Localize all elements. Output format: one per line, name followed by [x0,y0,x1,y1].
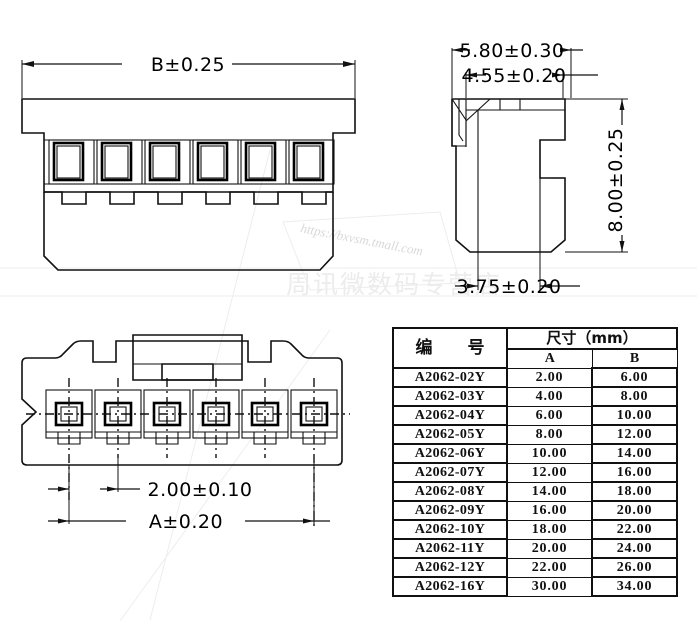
cell-part-number: A2062-10Y [392,519,508,540]
cell-part-number: A2062-16Y [392,576,508,597]
side-view: 5.80±0.30 4.55±0.20 8.00±0.25 [451,40,628,298]
cell-dimension-a: 18.00 [506,519,593,540]
cell-dimension-b: 16.00 [590,462,679,483]
cell-dimension-a: 16.00 [506,500,593,521]
bottom-view: 2.00±0.10 A±0.20 [21,334,350,533]
cell-dimension-a: 12.00 [506,462,593,483]
dim-overall-width: B±0.25 [21,54,356,98]
cell-dimension-b: 26.00 [590,557,679,578]
cell-dimension-b: 8.00 [590,386,679,407]
table-subheader-row: A B [393,348,678,369]
cell-dimension-b: 24.00 [590,538,679,559]
dim-inner-width: 4.55±0.20 [461,65,598,98]
cell-part-number: A2062-11Y [392,538,508,559]
cell-dimension-b: 34.00 [590,576,679,597]
dim-label-inner-width: 4.55±0.20 [461,65,566,87]
header-dimension-group: 尺寸（mm） [505,327,679,350]
cell-dimension-b: 6.00 [590,367,679,388]
spec-table-head: 编 号 尺寸（mm） A B [392,327,679,369]
front-view-body [21,98,356,271]
cell-dimension-a: 8.00 [506,424,593,445]
cell-part-number: A2062-03Y [392,386,508,407]
cell-part-number: A2062-02Y [392,367,508,388]
front-view: B±0.25 [21,54,356,271]
cell-dimension-a: 4.00 [506,386,593,407]
dim-label-base-width: 3.75±0.20 [456,276,561,298]
cell-part-number: A2062-08Y [392,481,508,502]
cell-dimension-b: 22.00 [590,519,679,540]
bottom-view-center-tab [132,334,243,381]
bottom-view-contacts [45,389,338,445]
front-view-cavities [48,139,335,185]
cell-dimension-b: 14.00 [590,443,679,464]
cell-dimension-a: 30.00 [506,576,593,597]
dim-height: 8.00±0.25 [565,98,628,253]
cell-dimension-a: 22.00 [506,557,593,578]
cell-part-number: A2062-06Y [392,443,508,464]
dim-label-outer-width: 5.80±0.30 [459,40,564,62]
header-column-b: B [591,348,678,369]
bottom-view-centerlines [26,378,350,528]
cell-dimension-a: 14.00 [506,481,593,502]
dim-pin-span: A±0.20 [48,458,330,533]
watermark-shop-name: 周讯微数码专营店 [286,270,502,299]
cell-dimension-a: 2.00 [506,367,593,388]
cell-dimension-b: 18.00 [590,481,679,502]
watermark-url: https://bxvsm.tmall.com [299,220,424,258]
cell-dimension-b: 20.00 [590,500,679,521]
dim-pitch: 2.00±0.10 [48,458,252,501]
cell-dimension-a: 20.00 [506,538,593,559]
dim-base-width: 3.75±0.20 [455,252,580,298]
dim-label-height: 8.00±0.25 [605,127,627,232]
cell-part-number: A2062-04Y [392,405,508,426]
cell-part-number: A2062-05Y [392,424,508,445]
header-part-number: 编 号 [392,327,508,369]
cell-dimension-b: 12.00 [590,424,679,445]
dim-outer-width: 5.80±0.30 [451,40,583,98]
cell-part-number: A2062-12Y [392,557,508,578]
cell-part-number: A2062-07Y [392,462,508,483]
side-view-body [451,98,566,253]
cell-dimension-b: 10.00 [590,405,679,426]
table-header-row: 编 号 尺寸（mm） [392,327,679,369]
dim-label-pitch: 2.00±0.10 [147,479,252,501]
cell-dimension-a: 10.00 [506,443,593,464]
dim-label-overall-width: B±0.25 [151,54,225,76]
cell-dimension-a: 6.00 [506,405,593,426]
bottom-view-outline [21,340,343,466]
header-column-a: A [506,348,593,369]
cell-part-number: A2062-09Y [392,500,508,521]
dim-label-pin-span: A±0.20 [149,511,223,533]
